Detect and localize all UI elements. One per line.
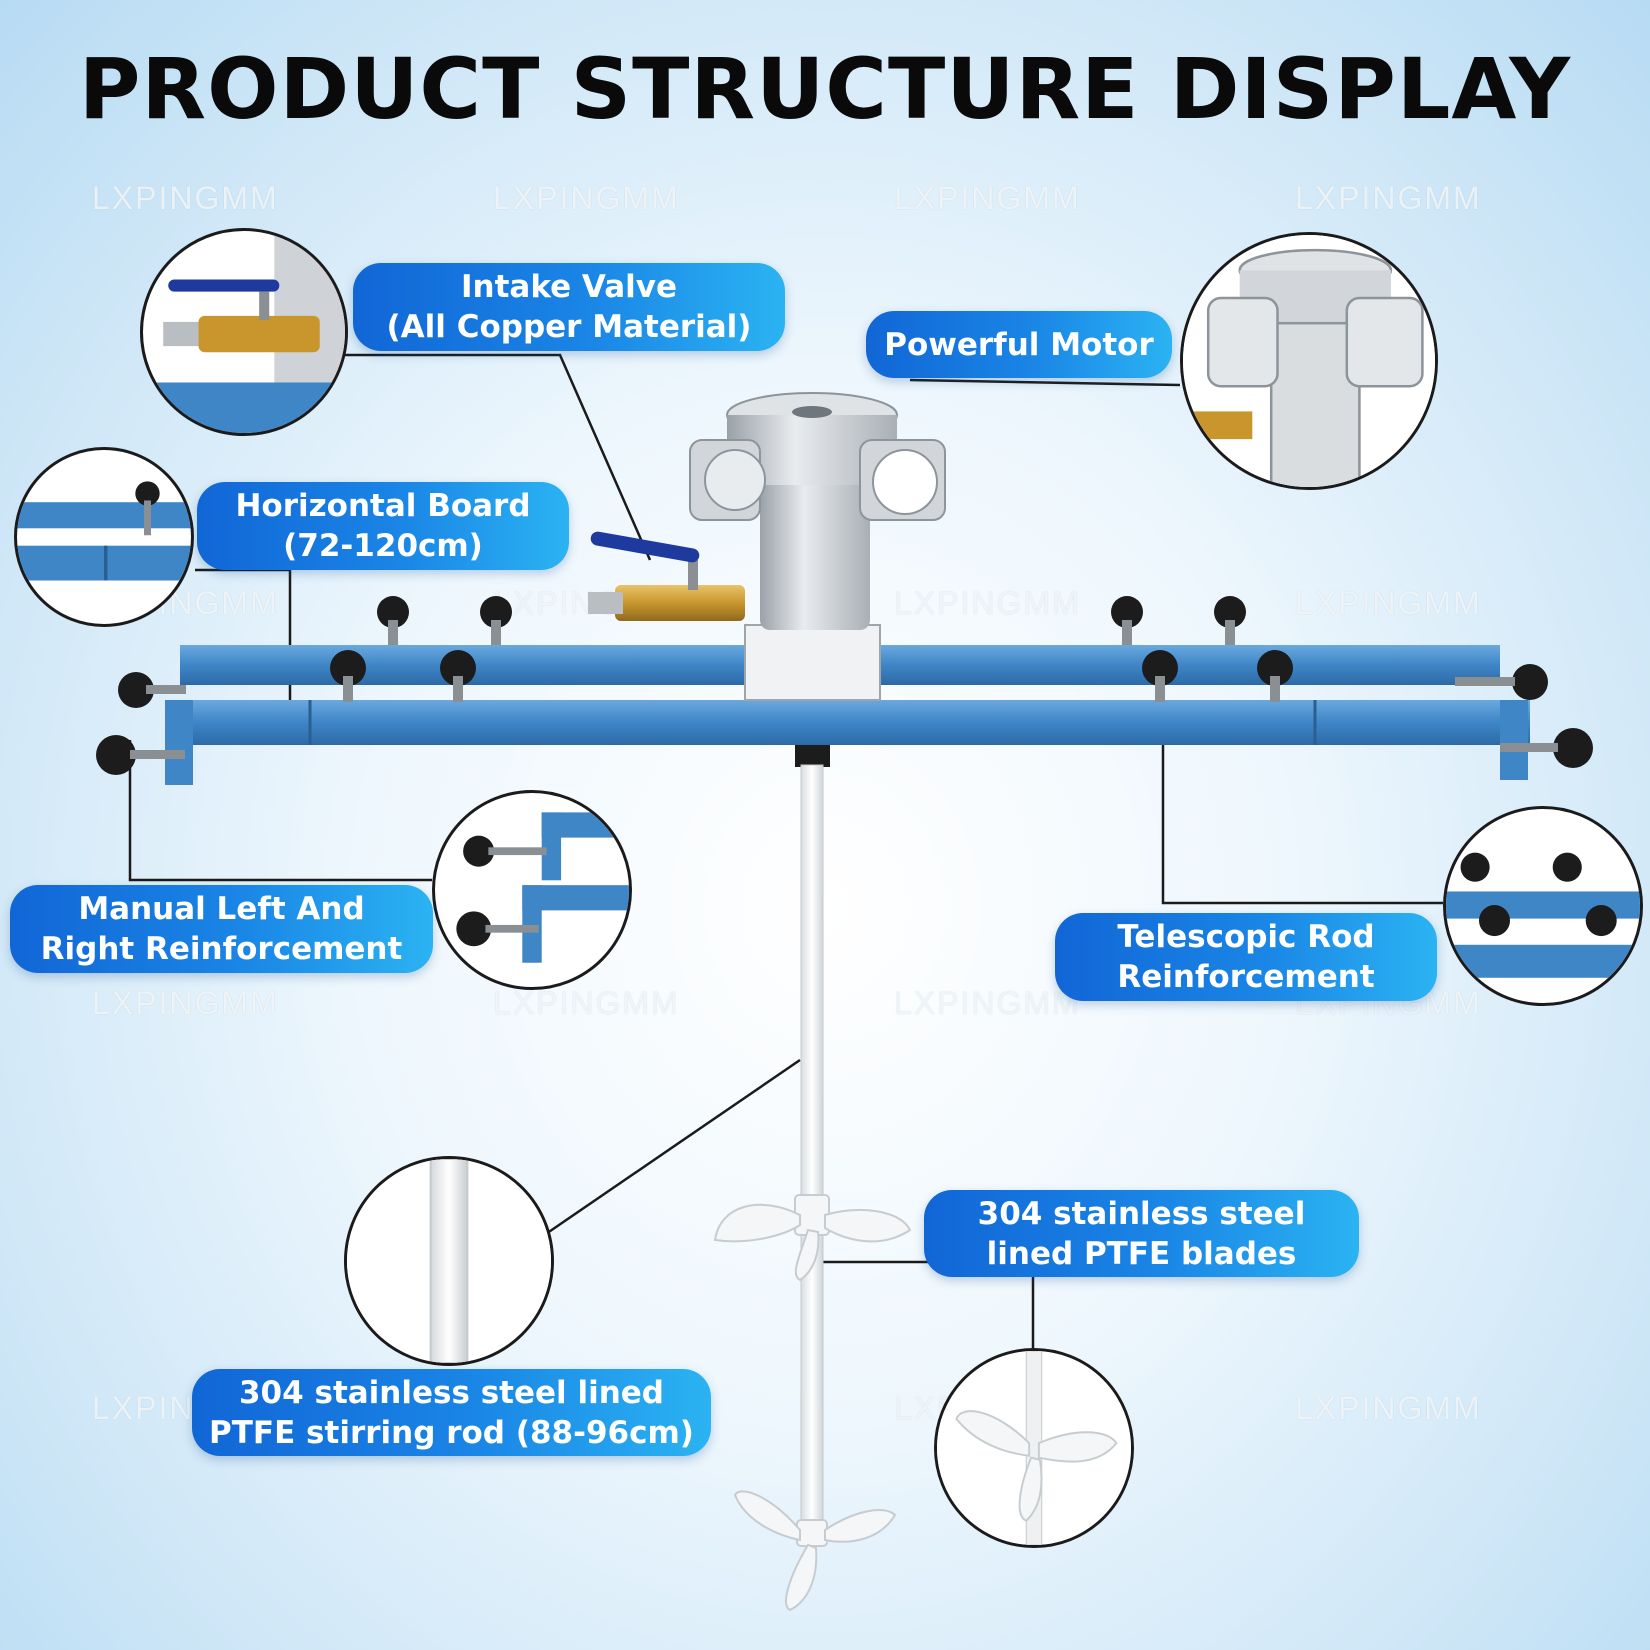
telescopic-rod-detail-circle (1443, 806, 1643, 1006)
watermark: LXPINGMM (493, 180, 680, 216)
rod-detail-circle (344, 1156, 554, 1366)
motor-icon (689, 392, 946, 630)
blades-label: 304 stainless steel lined PTFE blades (924, 1190, 1359, 1277)
motor-detail-circle (1180, 232, 1438, 490)
watermark: LXPINGMM (1295, 585, 1482, 621)
watermark: LXPINGMM (894, 985, 1081, 1021)
intake-valve-label: Intake Valve (All Copper Material) (353, 263, 785, 351)
blade-detail-circle (934, 1348, 1134, 1548)
lower-blades-icon (733, 1490, 897, 1612)
manual-reinforcement-detail-circle (432, 790, 632, 990)
page-title: PRODUCT STRUCTURE DISPLAY (78, 40, 1572, 138)
stirring-rod (800, 764, 824, 1546)
watermark: LXPINGMM (894, 585, 1081, 621)
knob-icon (96, 596, 1593, 775)
watermark: LXPINGMM (92, 180, 279, 216)
watermark: LXPINGMM (493, 985, 680, 1021)
upper-blades-icon (713, 1194, 912, 1282)
horizontal-board-detail-circle (14, 447, 194, 627)
stirring-rod-label: 304 stainless steel lined PTFE stirring … (192, 1369, 711, 1456)
valve-detail-circle (140, 228, 348, 436)
leader-lines (128, 353, 1443, 1348)
powerful-motor-label: Powerful Motor (866, 311, 1172, 378)
telescopic-rod-label: Telescopic Rod Reinforcement (1055, 913, 1437, 1001)
watermark: LXPINGMM (1295, 180, 1482, 216)
watermark: LXPINGMM (92, 985, 279, 1021)
watermark: LXPINGMM (1295, 1390, 1482, 1426)
manual-reinforcement-label: Manual Left And Right Reinforcement (10, 885, 433, 973)
horizontal-board-label: Horizontal Board (72-120cm) (197, 482, 569, 570)
intake-valve-icon (588, 531, 745, 621)
motor-base (744, 624, 881, 701)
watermark: LXPINGMM (894, 180, 1081, 216)
front-bar (165, 700, 1530, 745)
